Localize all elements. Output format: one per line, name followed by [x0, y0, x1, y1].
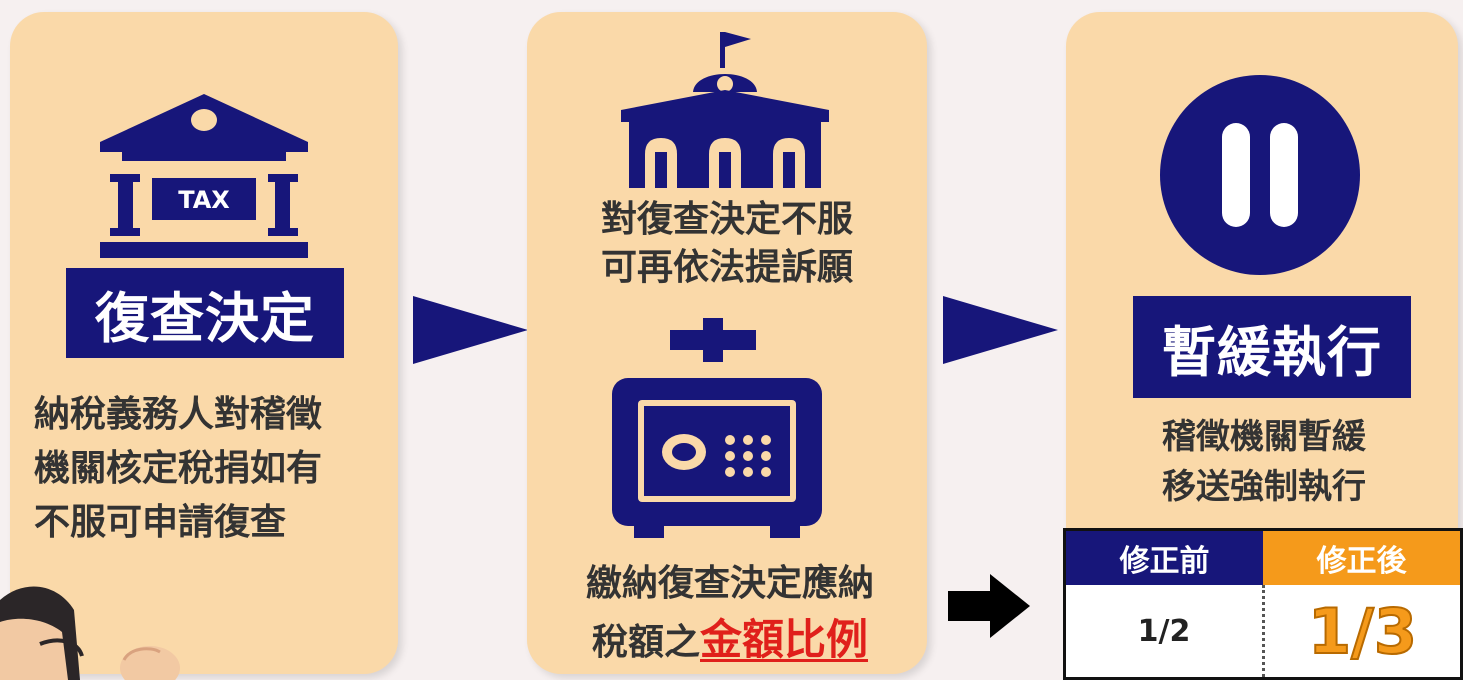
review-decision-title: 復查決定 — [66, 268, 344, 358]
suspend-line: 稽徵機關暫緩 — [1162, 417, 1366, 457]
table-divider — [1262, 585, 1265, 677]
payment-description: 繳納復查決定應納 稅額之金額比例 — [545, 556, 915, 671]
suspend-execution-description: 稽徵機關暫緩 移送強制執行 — [1076, 412, 1452, 512]
desc-line: 不服可申請復查 — [34, 502, 287, 543]
suspend-execution-title: 暫緩執行 — [1133, 296, 1411, 398]
payment-line-2: 稅額之金額比例 — [545, 612, 915, 671]
amount-ratio-highlight: 金額比例 — [700, 615, 869, 664]
review-decision-description: 納稅義務人對稽徵 機關核定稅捐如有 不服可申請復查 — [34, 388, 390, 550]
suspend-line: 移送強制執行 — [1162, 467, 1366, 507]
appeal-line: 可再依法提訴願 — [600, 247, 853, 288]
government-building-icon — [621, 32, 829, 188]
right-arrow-icon — [948, 574, 1030, 638]
safe-icon — [612, 378, 822, 538]
tax-icon-text: TAX — [178, 186, 230, 214]
desc-line: 機關核定稅捐如有 — [34, 448, 323, 489]
flow-arrow-icon — [413, 296, 528, 364]
before-value: 1/2 — [1137, 613, 1191, 649]
desc-line: 納稅義務人對稽徵 — [34, 394, 323, 435]
payment-line: 繳納復查決定應納 — [585, 563, 874, 604]
before-header: 修正前 — [1066, 531, 1263, 585]
after-header: 修正後 — [1263, 531, 1460, 585]
flow-arrow-icon — [943, 296, 1058, 364]
person-illustration — [0, 586, 180, 680]
before-after-comparison-table: 修正前 修正後 1/2 1/3 — [1063, 528, 1463, 680]
tax-building-icon: TAX — [100, 94, 308, 258]
after-value: 1/3 — [1307, 594, 1418, 669]
appeal-line: 對復查決定不服 — [600, 199, 853, 240]
plus-icon — [670, 318, 756, 362]
appeal-description: 對復查決定不服 可再依法提訴願 — [557, 196, 897, 292]
payment-prefix: 稅額之 — [591, 622, 700, 663]
pause-icon — [1160, 75, 1360, 275]
